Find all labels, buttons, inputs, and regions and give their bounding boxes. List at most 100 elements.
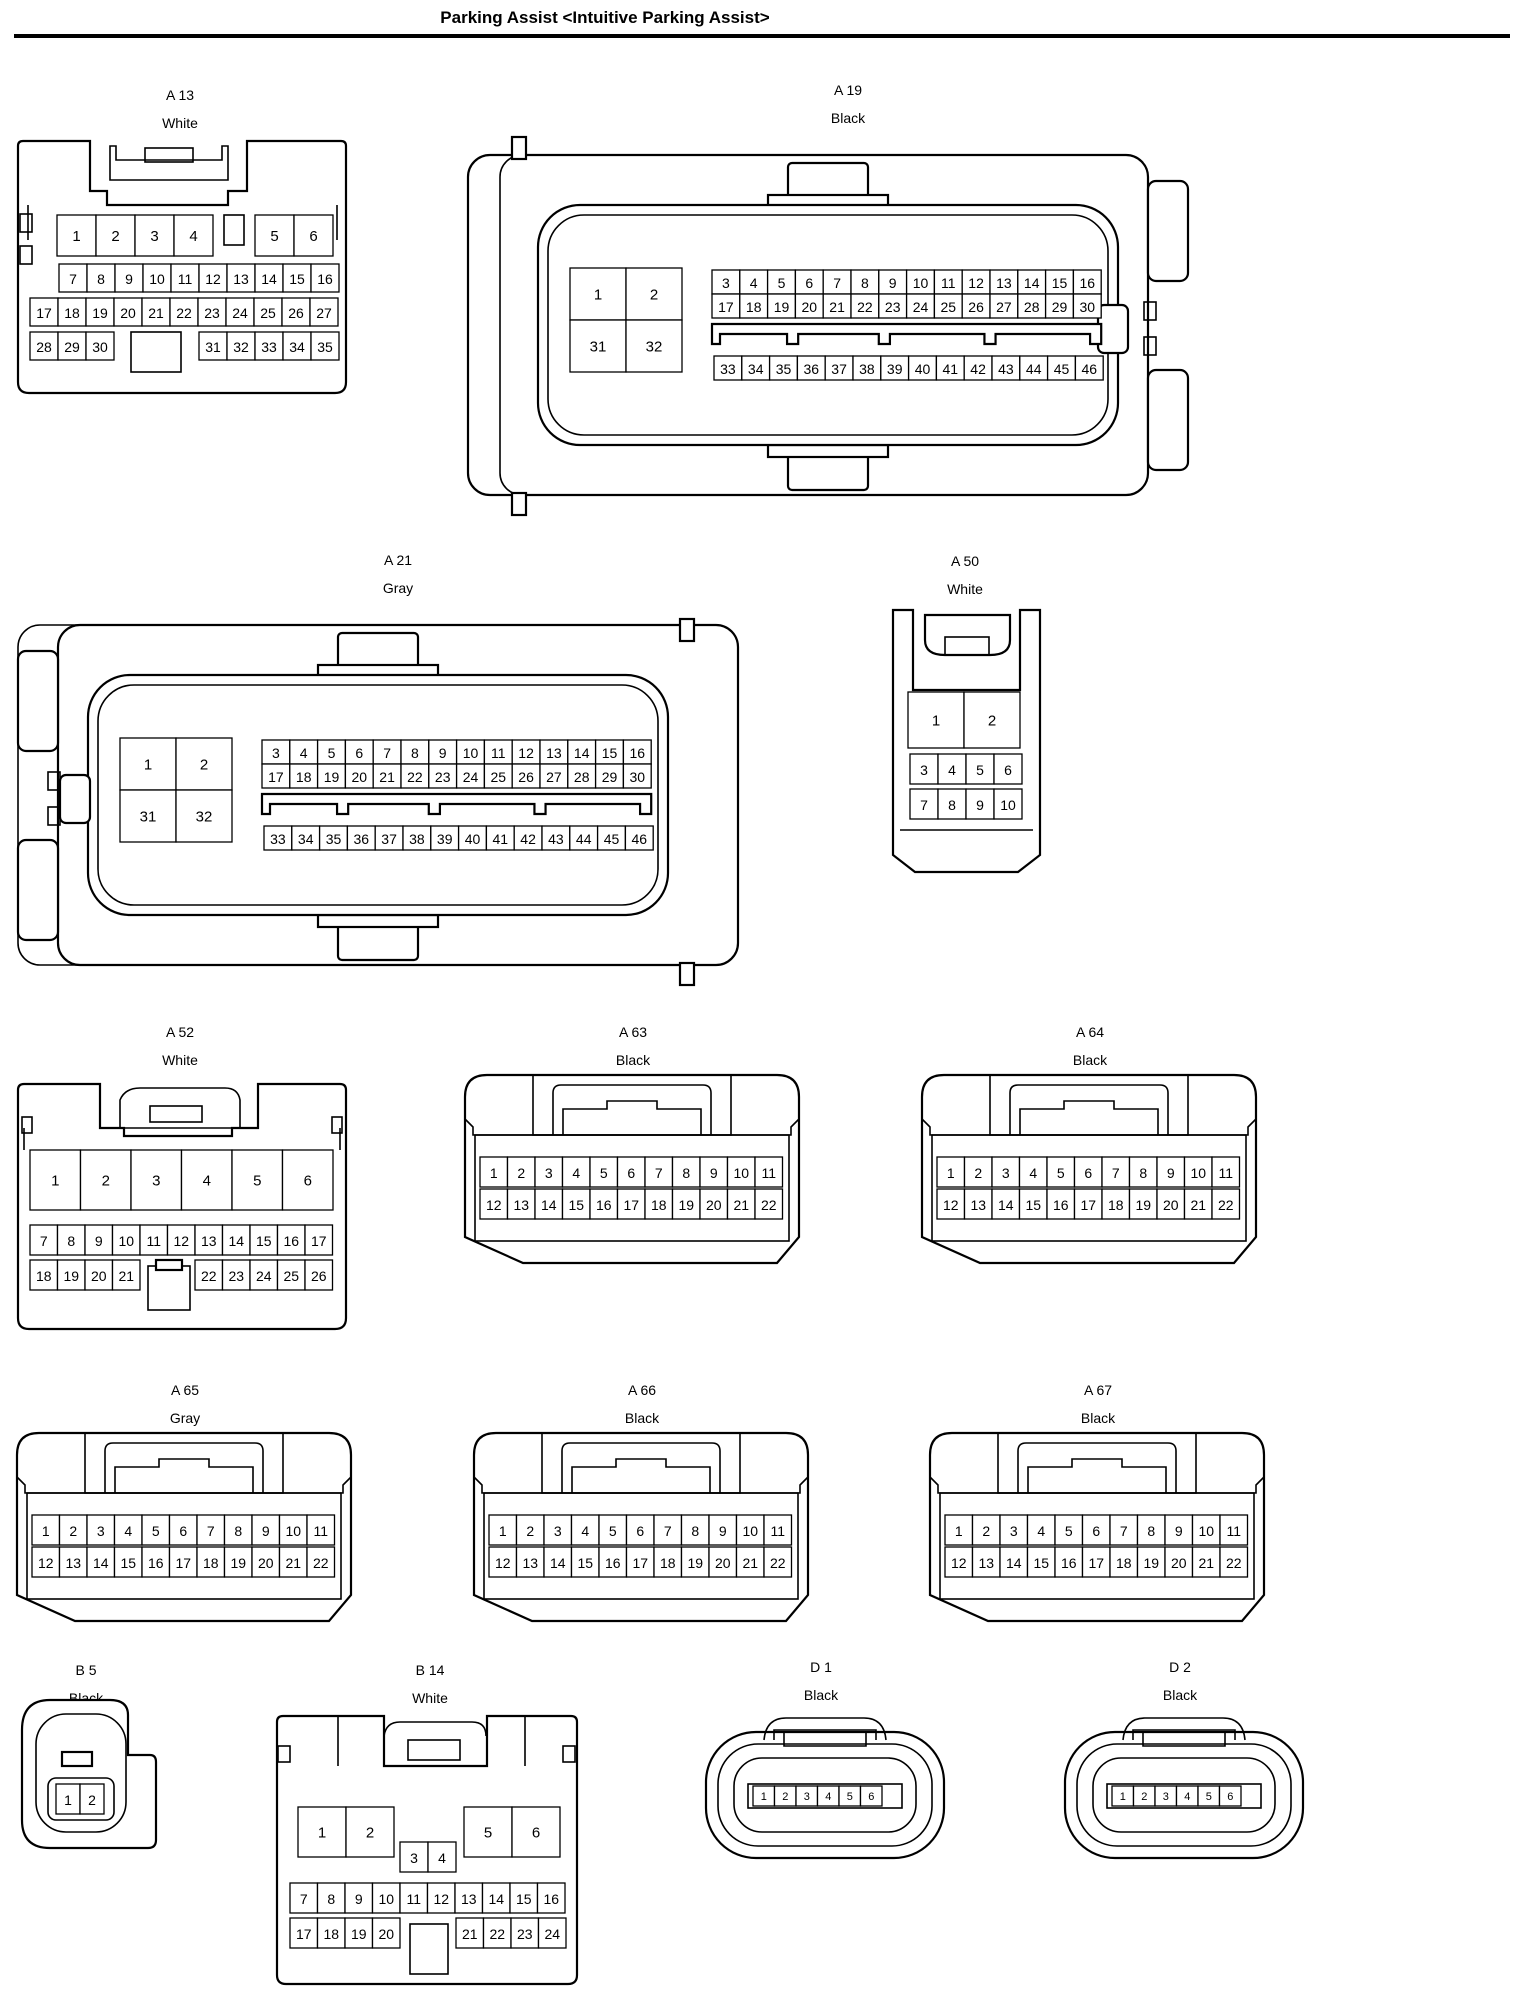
- connector-outline: [1009, 1084, 1169, 1135]
- pin-cell: [293, 214, 334, 257]
- pin-label: 3: [1002, 1165, 1010, 1181]
- pin-cell: [55, 1783, 81, 1815]
- pin-cell: [251, 1514, 281, 1546]
- pin-cell: [506, 1188, 536, 1220]
- connector-outline: [337, 1716, 526, 1766]
- pin-label: 38: [409, 831, 425, 847]
- pin-cell: [513, 825, 543, 851]
- pin-label: 35: [776, 361, 792, 377]
- pin-cell: [624, 825, 654, 851]
- connector-outline: [562, 1100, 702, 1135]
- pin-label: 11: [313, 1523, 328, 1539]
- pin-cell: [56, 1259, 86, 1291]
- pin-cell: [1109, 1514, 1139, 1546]
- pin-cell: [31, 1546, 61, 1578]
- pin-cell: [483, 763, 513, 789]
- pin-label: 1: [318, 1825, 326, 1842]
- connector-shape: [47, 771, 61, 791]
- pin-label: 16: [1061, 1555, 1077, 1571]
- connector-id: A 64: [1076, 1024, 1104, 1040]
- pin-label: 21: [118, 1268, 134, 1284]
- pin-cell: [1026, 1546, 1056, 1578]
- pin-cell: [1017, 293, 1047, 319]
- pin-cell: [726, 1188, 756, 1220]
- pin-label: 25: [260, 305, 276, 321]
- pin-label: 19: [324, 769, 340, 785]
- pin-cell: [225, 297, 255, 327]
- pin-cell: [119, 737, 177, 791]
- pin-label: 16: [605, 1555, 621, 1571]
- pin-cell: [824, 355, 854, 381]
- pin-label: 6: [805, 275, 813, 291]
- connector-outline: [710, 322, 1103, 346]
- pin-cell: [56, 1224, 86, 1256]
- pin-label: 45: [604, 831, 620, 847]
- pin-cell: [754, 1156, 784, 1188]
- pin-label: 2: [69, 1523, 77, 1539]
- connector-shape: [678, 961, 696, 987]
- connector-color: Black: [804, 1687, 839, 1703]
- pin-cell: [371, 1917, 401, 1949]
- pin-label: 31: [140, 809, 157, 826]
- pin-cell: [653, 1546, 683, 1578]
- pin-label: 12: [486, 1197, 502, 1213]
- pin-cell: [249, 1259, 279, 1291]
- pin-cell: [1072, 269, 1102, 295]
- connector-shape: [47, 1777, 115, 1821]
- pin-label: 15: [1033, 1555, 1049, 1571]
- pin-cell: [428, 739, 458, 765]
- pin-label: 22: [761, 1197, 777, 1213]
- connector-outline: [109, 145, 229, 181]
- pin-label: 13: [996, 275, 1012, 291]
- pin-cell: [58, 1546, 88, 1578]
- pin-cell: [735, 1546, 765, 1578]
- pin-cell: [1156, 1156, 1186, 1188]
- pin-label: 3: [410, 1850, 418, 1866]
- pin-cell: [345, 1806, 395, 1858]
- pin-cell: [569, 267, 627, 321]
- pin-cell: [561, 1156, 591, 1188]
- pin-label: 2: [988, 713, 996, 730]
- connector-id: A 19: [834, 82, 862, 98]
- pin-cell: [991, 355, 1021, 381]
- pin-cell: [909, 788, 939, 820]
- pin-cell: [372, 739, 402, 765]
- pin-cell: [1026, 1514, 1056, 1546]
- connector-id: A 65: [171, 1382, 199, 1398]
- pin-label: 18: [1108, 1197, 1124, 1213]
- pin-label: 21: [1198, 1555, 1214, 1571]
- connector-shape: [1096, 303, 1130, 355]
- pin-cell: [1219, 1514, 1249, 1546]
- pin-cell: [1101, 1156, 1131, 1188]
- connector-outline: [119, 1087, 241, 1129]
- pin-label: 35: [317, 339, 333, 355]
- pin-cell: [1018, 1188, 1048, 1220]
- pin-label: 9: [1167, 1165, 1175, 1181]
- pin-label: 8: [234, 1523, 242, 1539]
- pin-label: 3: [722, 275, 730, 291]
- pin-label: 8: [691, 1523, 699, 1539]
- pin-label: 10: [463, 745, 479, 761]
- pin-cell: [58, 1514, 88, 1546]
- pin-label: 37: [831, 361, 847, 377]
- pin-cell: [671, 1188, 701, 1220]
- pin-label: 6: [304, 1173, 312, 1190]
- pin-label: 46: [1082, 361, 1098, 377]
- pin-cell: [427, 1841, 457, 1873]
- pin-cell: [625, 1546, 655, 1578]
- pin-cell: [463, 1806, 513, 1858]
- pin-cell: [589, 1188, 619, 1220]
- pin-label: 8: [97, 271, 105, 287]
- pin-label: 19: [1135, 1197, 1151, 1213]
- connector-shape: [944, 636, 990, 656]
- connector-color: White: [947, 581, 983, 597]
- pin-label: 10: [118, 1233, 134, 1249]
- pin-label: 16: [543, 1891, 559, 1907]
- pin-label: 40: [465, 831, 481, 847]
- pin-cell: [537, 1917, 567, 1949]
- pin-label: 5: [152, 1523, 160, 1539]
- pin-label: 35: [326, 831, 342, 847]
- pin-cell: [282, 263, 312, 293]
